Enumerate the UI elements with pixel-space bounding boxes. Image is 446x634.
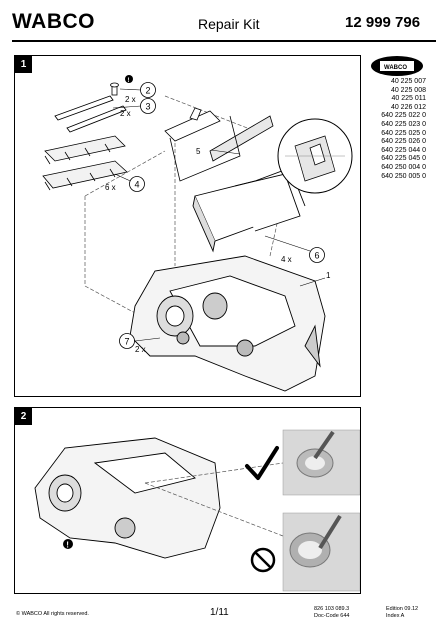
wabco-logo: WABCO — [12, 10, 95, 33]
exploded-view-panel: 1 — [14, 55, 361, 397]
part-number: 12 999 796 — [345, 14, 421, 31]
index: Index A — [386, 613, 405, 619]
callout-2: 2 2 x — [125, 82, 156, 104]
exploded-view-drawing: ! 2 2 x 3 2 x 4 6 x 5 6 4 x 1 7 2 x — [42, 75, 353, 392]
code-item: 640 225 026 0 — [381, 138, 426, 146]
info-icon: ! — [125, 75, 133, 84]
code-item: 640 225 045 0 — [381, 155, 426, 163]
code-item: 640 250 004 0 — [381, 163, 426, 171]
installation-drawing: ! — [34, 429, 360, 592]
code-item: 40 225 008 — [390, 86, 426, 94]
svg-text:2 x: 2 x — [120, 109, 131, 118]
prohibited-icon — [250, 547, 276, 573]
callout-3: 3 2 x — [120, 98, 156, 118]
page-number: 1/11 — [210, 607, 229, 618]
svg-text:1: 1 — [326, 271, 331, 280]
header-divider — [12, 40, 436, 42]
wrong-detail — [282, 512, 360, 592]
svg-text:WABCO: WABCO — [384, 65, 407, 71]
axle-diagram-icon: WABCO — [371, 56, 423, 76]
code-item: 640 225 023 0 — [381, 120, 426, 128]
callout-7: 7 2 x — [119, 333, 146, 354]
part-2-bolt — [110, 82, 119, 96]
svg-text:3: 3 — [146, 102, 151, 112]
callout-2-number: 2 — [146, 86, 151, 96]
code-item: 640 250 005 0 — [381, 172, 426, 180]
installation-panel: 2 — [14, 407, 361, 594]
callout-1: 1 — [326, 271, 331, 280]
code-item: 40 226 012 — [390, 103, 426, 111]
code-item: 40 225 007 — [390, 78, 426, 85]
code-item: 640 225 025 0 — [381, 129, 426, 137]
svg-text:6: 6 — [315, 251, 320, 261]
svg-text:7: 7 — [125, 337, 130, 347]
compatible-codes-list: 40 225 007 40 225 008 40 225 011 40 226 … — [364, 78, 426, 181]
code-item: 640 225 022 0 — [381, 112, 426, 120]
correct-detail — [282, 429, 360, 496]
svg-text:6 x: 6 x — [105, 183, 116, 192]
brake-caliper — [129, 255, 326, 392]
panel-number-1: 1 — [15, 56, 32, 73]
callout-5: 5 — [196, 147, 201, 156]
svg-text:5: 5 — [196, 147, 201, 156]
check-icon — [245, 446, 279, 480]
detail-magnifier — [277, 118, 353, 194]
svg-text:4 x: 4 x — [281, 255, 292, 264]
copyright-notice: © WABCO All rights reserved. — [16, 611, 89, 617]
document-code: Doc-Code 644 — [314, 613, 350, 619]
edition: Edition 09.12 — [386, 606, 419, 612]
svg-text:!: ! — [66, 541, 69, 550]
panel-number-2: 2 — [15, 408, 32, 425]
callout-2-qty: 2 x — [125, 95, 136, 104]
callout-4: 4 6 x — [105, 176, 145, 192]
document-number: 826 103 089.3 — [314, 606, 350, 612]
svg-text:!: ! — [128, 78, 130, 84]
callout-6: 6 4 x — [281, 247, 325, 264]
info-icon: ! — [63, 539, 73, 550]
code-item: 640 225 044 0 — [381, 146, 426, 154]
code-item: 40 225 011 — [391, 95, 426, 103]
svg-text:2 x: 2 x — [135, 345, 146, 354]
page-title: Repair Kit — [198, 16, 260, 32]
svg-text:4: 4 — [135, 180, 140, 190]
